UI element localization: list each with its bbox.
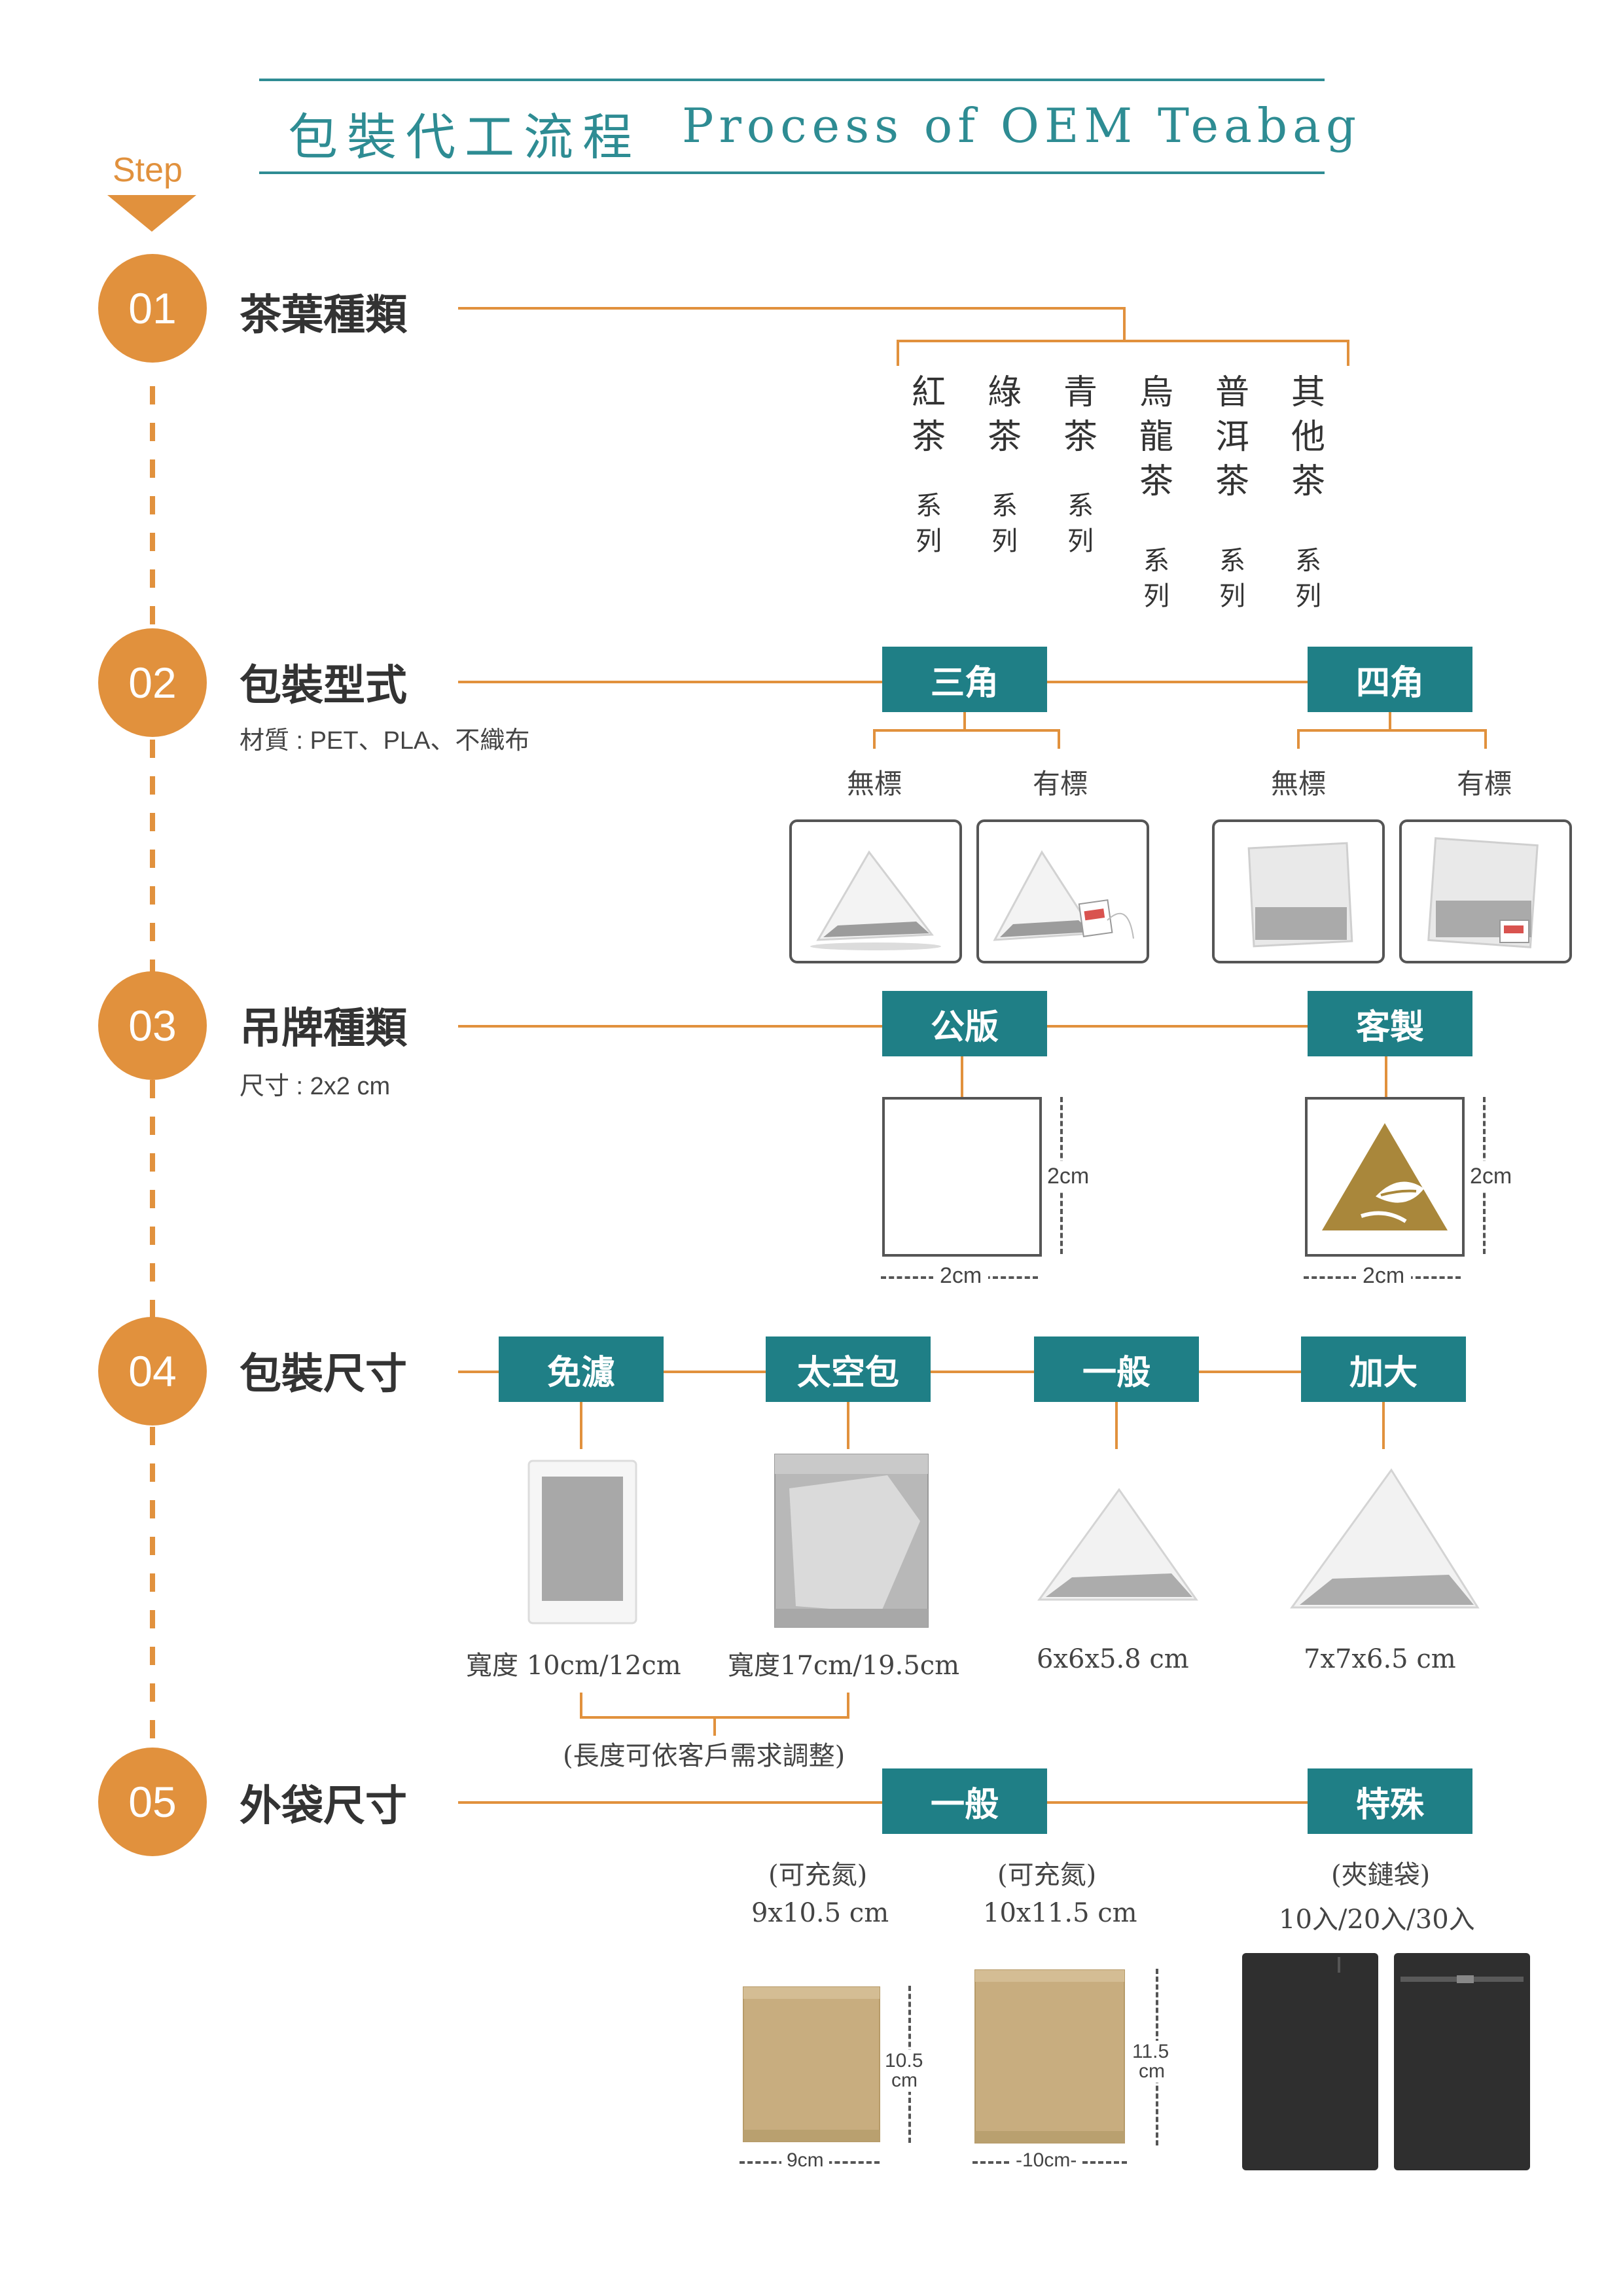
bag3-note: (夾鏈袋) [1331,1860,1431,1890]
tri-branch [873,729,1060,732]
custom-tag-box: 客製 [1308,991,1472,1056]
bag1-width: 9cm [781,2149,829,2172]
size-box-nofilter: 免濾 [499,1336,664,1402]
tri-branch-left [873,729,876,749]
length-adjust-note: (長度可依客戶需求調整) [563,1741,846,1771]
step-01-title: 茶葉種類 [240,291,407,340]
step-01-connector [458,307,1126,310]
square-teabag-tag-icon [1427,837,1539,948]
outer-special-box: 特殊 [1308,1768,1472,1834]
step-05-title: 外袋尺寸 [240,1782,407,1831]
bag1-height-unit: cm [891,2070,918,2092]
nofilter-bag-icon [527,1460,637,1624]
step-04-title: 包裝尺寸 [240,1350,407,1399]
normal-size: 6x6x5.8 cm [1037,1644,1189,1674]
size-box-space: 太空包 [766,1336,931,1402]
standard-tag-height: 2cm [1047,1161,1090,1192]
length-bracket-stem [713,1716,716,1736]
title-top-rule [259,79,1325,81]
black-zip-bag-front-icon [1394,1953,1530,2170]
space-stem [847,1402,849,1449]
custom-tag-stem [1385,1056,1387,1097]
large-stem [1382,1402,1385,1449]
length-bracket-right [847,1693,849,1719]
bag1-height: 10.5 [885,2050,923,2072]
title-zh: 包裝代工流程 [288,108,641,166]
custom-tag-height: 2cm [1470,1161,1512,1192]
step-arrow-icon [107,195,196,232]
step-03-size-note: 尺寸 : 2x2 cm [240,1073,391,1100]
size-box-large: 加大 [1301,1336,1466,1402]
title-en: Process of OEM Teabag [682,98,1362,153]
step-01-connector-drop [1123,307,1126,342]
step-01-circle: 01 [98,254,207,363]
bag3-size: 10入/20入/30入 [1279,1905,1475,1935]
size-box-normal: 一般 [1034,1336,1199,1402]
step-03-title: 吊牌種類 [240,1005,407,1053]
step-05-circle: 05 [98,1748,207,1856]
custom-tag-logo-icon [1322,1123,1448,1230]
step-02-circle: 02 [98,628,207,737]
space-bag-icon [774,1454,929,1628]
sq-branch-left [1297,729,1300,749]
standard-tag-stem [961,1056,963,1097]
title-bottom-rule [259,171,1325,174]
sq-branch-stem [1389,712,1391,730]
tea-bracket [897,340,1349,342]
outer-normal-box: 一般 [882,1768,1047,1834]
black-zip-bag-back-icon [1242,1953,1378,2170]
standard-tag-box: 公版 [882,991,1047,1056]
standard-tag-width: 2cm [933,1263,989,1289]
large-size: 7x7x6.5 cm [1304,1644,1456,1674]
length-bracket-left [580,1693,582,1719]
normal-pyramid-icon [1037,1488,1198,1601]
bag2-height: 11.5 [1132,2041,1169,2063]
square-teabag-icon [1247,842,1353,948]
photo-square-with-label [1399,819,1572,963]
kraft-bag-small-icon [743,1986,880,2142]
sq-branch-right [1484,729,1487,749]
photo-triangle-with-label [976,819,1149,963]
photo-square-no-label [1212,819,1385,963]
triangle-teabag-tag-icon [993,850,1134,941]
custom-tag-width: 2cm [1356,1263,1412,1289]
triangle-teabag-icon [810,850,941,950]
sq-no-label: 無標 [1271,768,1327,800]
step-03-circle: 03 [98,971,207,1080]
step-label: Step [113,151,183,189]
bag1-size: 9x10.5 cm [751,1898,889,1928]
normal-stem [1115,1402,1118,1449]
square-box: 四角 [1308,647,1472,712]
bag1-note: (可充氮) [768,1860,868,1890]
step-04-circle: 04 [98,1317,207,1426]
sq-branch [1297,729,1487,732]
sq-with-label: 有標 [1457,768,1512,800]
custom-tag-square [1305,1097,1465,1257]
bag2-size: 10x11.5 cm [983,1898,1137,1928]
nofilter-size: 寬度 10cm/12cm [466,1651,681,1681]
nofilter-stem [580,1402,582,1449]
tri-branch-stem [963,712,966,730]
space-size: 寬度17cm/19.5cm [728,1651,960,1681]
bag2-note: (可充氮) [997,1860,1097,1890]
large-pyramid-icon [1290,1468,1480,1609]
tri-no-label: 無標 [847,768,902,800]
step-02-title: 包裝型式 [240,662,407,710]
kraft-bag-large-icon [974,1969,1125,2144]
triangle-box: 三角 [882,647,1047,712]
standard-tag-square [882,1097,1042,1257]
tri-with-label: 有標 [1033,768,1088,800]
step-02-material-note: 材質 : PET、PLA、不織布 [240,727,530,755]
photo-triangle-no-label [789,819,962,963]
bag2-height-unit: cm [1139,2060,1165,2083]
tea-bracket-left [897,340,899,366]
tri-branch-right [1058,729,1060,749]
tea-bracket-right [1347,340,1349,366]
bag2-width: -10cm- [1010,2149,1082,2172]
